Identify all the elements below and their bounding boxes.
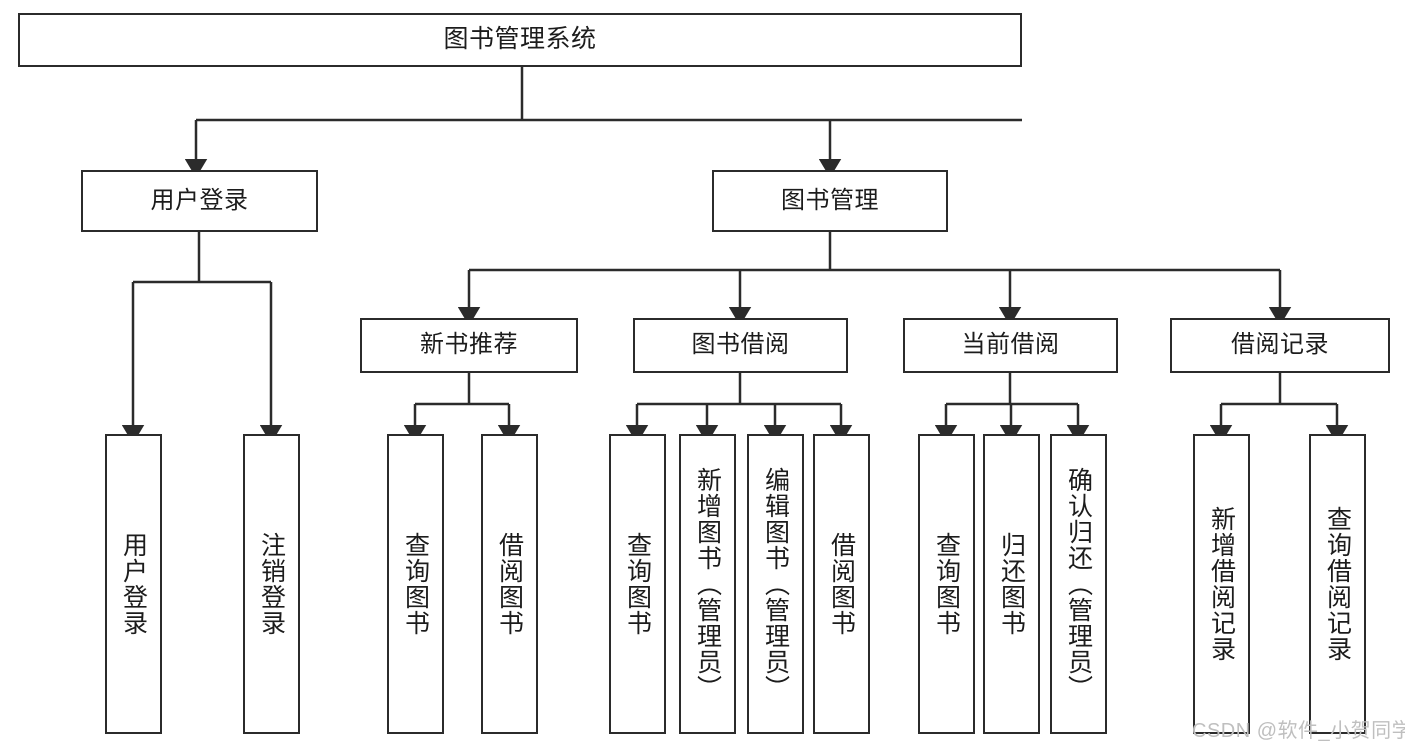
node-user-login[interactable]: 用户登录: [81, 170, 318, 232]
leaf-borrow-book-recommend[interactable]: 借阅图书: [481, 434, 538, 734]
node-label: 新增借阅记录: [1207, 506, 1236, 662]
node-label: 借阅图书: [495, 532, 524, 636]
node-label: 用户登录: [119, 532, 148, 636]
node-label: 归还图书: [997, 532, 1026, 636]
node-label: 用户登录: [150, 186, 249, 214]
csdn-watermark: CSDN @软件_小贺同学: [1192, 720, 1405, 742]
leaf-confirm-return-admin[interactable]: 确认归还（管理员）: [1050, 434, 1107, 734]
node-label: 注销登录: [257, 532, 286, 636]
node-new-book-recommend[interactable]: 新书推荐: [360, 318, 578, 373]
node-label: 查询图书: [623, 532, 652, 636]
leaf-query-borrow-record[interactable]: 查询借阅记录: [1309, 434, 1366, 734]
leaf-logout[interactable]: 注销登录: [243, 434, 300, 734]
node-label: 当前借阅: [961, 331, 1060, 359]
leaf-user-login[interactable]: 用户登录: [105, 434, 162, 734]
node-label: 图书借阅: [691, 331, 790, 359]
node-label: 图书管理: [781, 186, 879, 214]
node-current-borrow[interactable]: 当前借阅: [903, 318, 1118, 373]
node-label: 查询图书: [401, 532, 430, 636]
leaf-add-borrow-record[interactable]: 新增借阅记录: [1193, 434, 1250, 734]
node-label: 查询图书: [932, 532, 961, 636]
node-borrow-record[interactable]: 借阅记录: [1170, 318, 1390, 373]
leaf-add-book-admin[interactable]: 新增图书（管理员）: [679, 434, 736, 734]
leaf-query-book-current[interactable]: 查询图书: [918, 434, 975, 734]
leaf-borrow-book[interactable]: 借阅图书: [813, 434, 870, 734]
node-label: 新书推荐: [420, 331, 518, 359]
node-label: 借阅记录: [1231, 331, 1329, 359]
node-label: 编辑图书（管理员）: [761, 467, 790, 701]
node-label: 新增图书（管理员）: [693, 467, 722, 701]
node-label: 查询借阅记录: [1323, 506, 1352, 662]
node-book-borrow[interactable]: 图书借阅: [633, 318, 848, 373]
leaf-edit-book-admin[interactable]: 编辑图书（管理员）: [747, 434, 804, 734]
node-root-system[interactable]: 图书管理系统: [18, 13, 1022, 67]
leaf-query-book-borrow[interactable]: 查询图书: [609, 434, 666, 734]
node-book-management[interactable]: 图书管理: [712, 170, 948, 232]
node-label: 图书管理系统: [443, 25, 597, 54]
node-label: 借阅图书: [827, 532, 856, 636]
node-label: 确认归还（管理员）: [1064, 467, 1093, 701]
leaf-return-book[interactable]: 归还图书: [983, 434, 1040, 734]
leaf-query-book-recommend[interactable]: 查询图书: [387, 434, 444, 734]
